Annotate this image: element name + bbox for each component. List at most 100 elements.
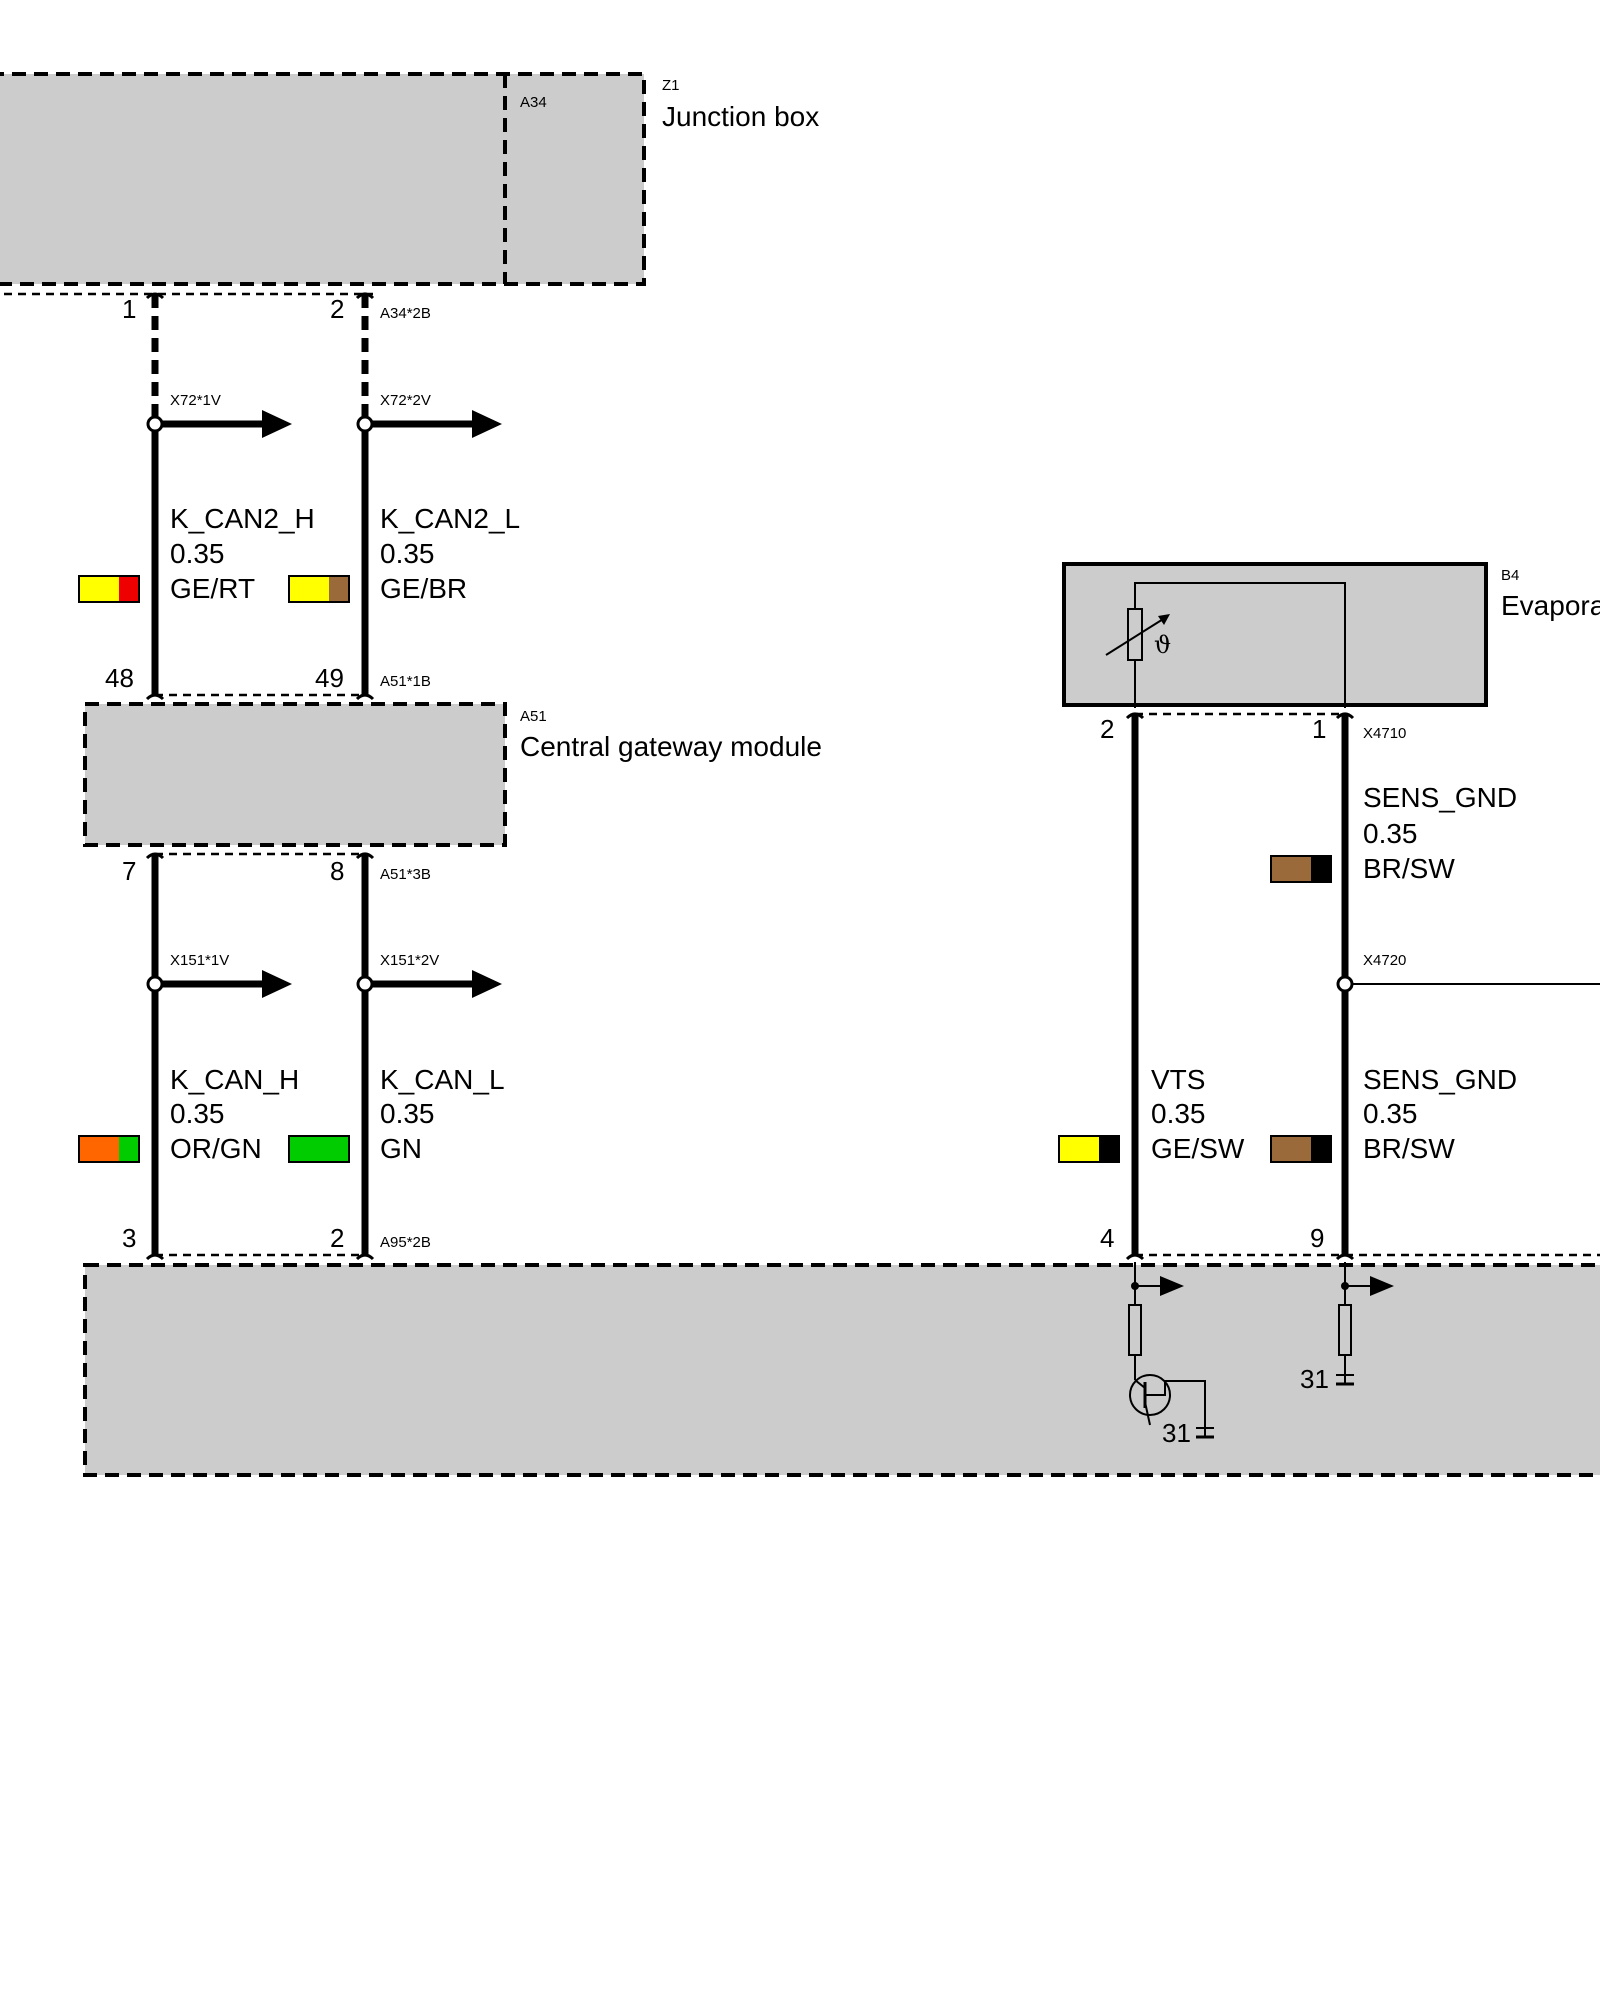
splice-x151-2v bbox=[356, 975, 374, 993]
arrow-right-icon bbox=[472, 410, 502, 438]
wire-signal: VTS bbox=[1151, 1064, 1205, 1095]
arrow-right-icon bbox=[472, 970, 502, 998]
wire-size: 0.35 bbox=[380, 1098, 435, 1129]
gateway-id: A51 bbox=[520, 708, 547, 725]
color-swatch-main bbox=[79, 576, 119, 602]
junction-box-sub-id: A34 bbox=[520, 94, 547, 111]
wire-signal: K_CAN_L bbox=[380, 1064, 505, 1095]
arrow-right-icon bbox=[1160, 1276, 1184, 1296]
wire-size: 0.35 bbox=[1363, 1098, 1418, 1129]
hook-gw-48 bbox=[145, 693, 165, 701]
wire-color-code: BR/SW bbox=[1363, 853, 1455, 884]
color-swatch-main bbox=[1271, 1136, 1311, 1162]
wire-label-kcan2-l: K_CAN2_L 0.35 GE/BR bbox=[288, 503, 520, 604]
hook-lm-4 bbox=[1125, 1253, 1145, 1261]
wire-color-code: GE/SW bbox=[1151, 1133, 1245, 1164]
pin-labels: 1 2 48 49 7 8 3 2 2 1 4 9 bbox=[105, 294, 1326, 1253]
splice-x72-1v bbox=[146, 415, 164, 433]
wire-signal: K_CAN2_H bbox=[170, 503, 315, 534]
pin-gw-8: 8 bbox=[330, 856, 344, 886]
transistor-icon bbox=[1129, 1374, 1171, 1416]
branch-x4720: X4720 bbox=[1363, 952, 1406, 969]
pin-hooks bbox=[145, 292, 1355, 1261]
pin-lm-9: 9 bbox=[1310, 1223, 1324, 1253]
color-swatch-border bbox=[1058, 1135, 1120, 1163]
transistor-emitter bbox=[1144, 1401, 1151, 1426]
color-swatch-border bbox=[78, 1135, 140, 1163]
branch-x151-2v: X151*2V bbox=[380, 952, 439, 969]
hook-lm-9 bbox=[1335, 1253, 1355, 1261]
color-swatch-stripe bbox=[1311, 856, 1331, 882]
connector-a95-2b: A95*2B bbox=[380, 1234, 431, 1251]
wire-signal: K_CAN_H bbox=[170, 1064, 299, 1095]
thermistor-arrow-line bbox=[1105, 615, 1169, 656]
branch-x72-2v: X72*2V bbox=[380, 392, 431, 409]
hook-jb-1 bbox=[145, 292, 165, 300]
hook-gw-8 bbox=[355, 852, 375, 860]
wire-color-code: BR/SW bbox=[1363, 1133, 1455, 1164]
resistor-icon bbox=[1338, 1304, 1352, 1356]
arrow-right-icon bbox=[1370, 1276, 1394, 1296]
wire-size: 0.35 bbox=[1363, 818, 1418, 849]
wire-size: 0.35 bbox=[170, 1098, 225, 1129]
branch-x151-1v: X151*1V bbox=[170, 952, 229, 969]
hook-jb-2 bbox=[355, 292, 375, 300]
splice-x4720 bbox=[1336, 975, 1354, 993]
lower-module-internal-circuits: 31 31 bbox=[1128, 1262, 1394, 1448]
color-swatch-stripe bbox=[119, 1136, 139, 1162]
hook-sensor-2 bbox=[1125, 712, 1145, 720]
wire-signal: SENS_GND bbox=[1363, 1064, 1517, 1095]
color-swatch-border bbox=[78, 575, 140, 603]
connector-x4710: X4710 bbox=[1363, 725, 1406, 742]
thermistor-arrow-head bbox=[1158, 614, 1170, 625]
color-swatch-stripe bbox=[329, 576, 349, 602]
gateway-outline bbox=[83, 702, 507, 847]
splice-x72-2v bbox=[356, 415, 374, 433]
hook-gw-49 bbox=[355, 693, 375, 701]
sensor-id: B4 bbox=[1501, 567, 1519, 584]
wire-color-code: OR/GN bbox=[170, 1133, 262, 1164]
wire-color-code: GN bbox=[380, 1133, 422, 1164]
central-gateway-module: A51 Central gateway module bbox=[83, 693, 822, 856]
pin-jb-2: 2 bbox=[330, 294, 344, 324]
ground-label-1: 31 bbox=[1162, 1418, 1191, 1448]
wire-size: 0.35 bbox=[170, 538, 225, 569]
color-swatch-stripe bbox=[119, 576, 139, 602]
pin-lm-4: 4 bbox=[1100, 1223, 1114, 1253]
junction-box-id: Z1 bbox=[662, 77, 680, 94]
color-swatch-main bbox=[79, 1136, 119, 1162]
wire-label-sens-gnd-bottom: SENS_GND 0.35 BR/SW bbox=[1270, 1064, 1517, 1164]
color-swatch-stripe bbox=[1311, 1136, 1331, 1162]
color-swatch-main bbox=[289, 1136, 329, 1162]
connector-a51-3b: A51*3B bbox=[380, 866, 431, 883]
wire-label-kcan2-h: K_CAN2_H 0.35 GE/RT bbox=[78, 503, 315, 604]
branch-x72-1v: X72*1V bbox=[170, 392, 221, 409]
gateway-name: Central gateway module bbox=[520, 731, 822, 762]
pin-sensor-1: 1 bbox=[1312, 714, 1326, 744]
wire-label-vts: VTS 0.35 GE/SW bbox=[1058, 1064, 1245, 1164]
pin-sensor-2: 2 bbox=[1100, 714, 1114, 744]
hook-lm-3 bbox=[145, 1253, 165, 1261]
color-swatch-border bbox=[1270, 855, 1332, 883]
connector-a34-2b: A34*2B bbox=[380, 305, 431, 322]
pin-gw-7: 7 bbox=[122, 856, 136, 886]
pin-gw-49: 49 bbox=[315, 663, 344, 693]
pin-jb-1: 1 bbox=[122, 294, 136, 324]
ground-label-2: 31 bbox=[1300, 1364, 1329, 1394]
pin-gw-48: 48 bbox=[105, 663, 134, 693]
color-swatch-border bbox=[1270, 1135, 1332, 1163]
color-swatch-main bbox=[1059, 1136, 1099, 1162]
branch-splices bbox=[146, 410, 1354, 998]
theta-symbol: ϑ bbox=[1154, 631, 1171, 659]
hook-lm-2 bbox=[355, 1253, 375, 1261]
pin-lm-2: 2 bbox=[330, 1223, 344, 1253]
hook-gw-7 bbox=[145, 852, 165, 860]
lower-module bbox=[83, 1253, 1600, 1477]
junction-box-outline bbox=[0, 72, 646, 286]
color-swatch-stripe bbox=[329, 1136, 349, 1162]
resistor-icon bbox=[1128, 1304, 1142, 1356]
arrow-right-icon bbox=[262, 970, 292, 998]
wire-label-kcan-h: K_CAN_H 0.35 OR/GN bbox=[78, 1064, 299, 1164]
wire-color-code: GE/RT bbox=[170, 573, 255, 604]
transistor-control-line bbox=[1145, 1380, 1206, 1438]
